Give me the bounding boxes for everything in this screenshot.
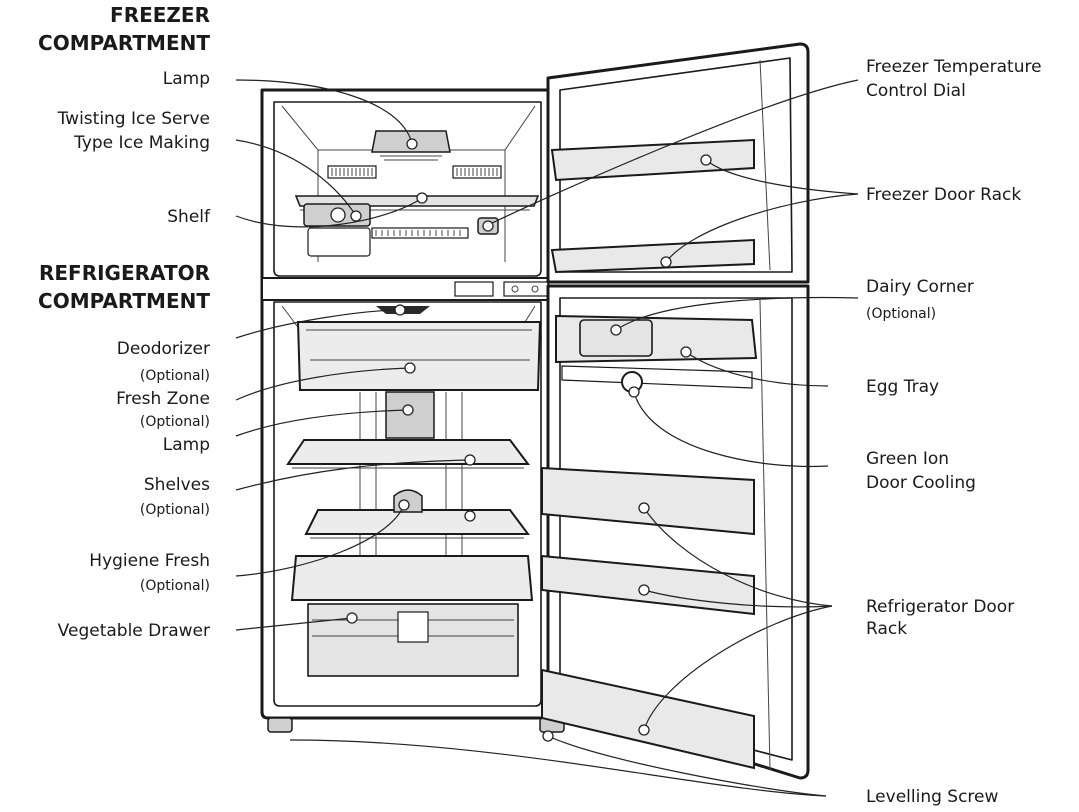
control-panel	[454, 281, 549, 297]
marker-shelves-1	[464, 454, 476, 466]
label-green-ion-2: Door Cooling	[866, 473, 976, 493]
marker-ice-making	[350, 210, 362, 222]
heading-refrigerator-1: REFRIGERATOR	[39, 261, 210, 285]
heading-refrigerator-2: COMPARTMENT	[38, 289, 210, 313]
label-fresh-zone-optional: (Optional)	[140, 414, 210, 430]
label-shelves-optional: (Optional)	[140, 502, 210, 518]
marker-freezer-door-rack-1	[700, 154, 712, 166]
marker-shelves-2	[464, 510, 476, 522]
label-refrigerator-door-rack-1: Refrigerator Door	[866, 597, 1014, 617]
freezer-vents	[327, 165, 502, 179]
fresh-zone	[296, 321, 542, 391]
marker-hygiene-fresh	[398, 499, 410, 511]
label-ice-making-1: Twisting Ice Serve	[57, 109, 210, 129]
label-freezer-door-rack: Freezer Door Rack	[866, 185, 1021, 205]
egg-tray	[561, 365, 753, 389]
heading-freezer-2: COMPARTMENT	[38, 31, 210, 55]
label-green-ion-1: Green Ion	[866, 449, 949, 469]
label-egg-tray: Egg Tray	[866, 377, 939, 397]
label-dairy-corner-optional: (Optional)	[866, 306, 936, 322]
label-vegetable-drawer: Vegetable Drawer	[58, 621, 210, 641]
label-freezer-temp-dial-1: Freezer Temperature	[866, 57, 1042, 77]
marker-freezer-door-rack-2	[660, 256, 672, 268]
marker-dairy-corner	[610, 324, 622, 336]
marker-deodorizer	[394, 304, 406, 316]
marker-egg-tray	[680, 346, 692, 358]
marker-green-ion	[628, 386, 640, 398]
refrigerator-door-racks	[541, 466, 755, 770]
marker-door-rack-1	[638, 502, 650, 514]
label-hygiene-fresh-optional: (Optional)	[140, 578, 210, 594]
label-fresh-zone: Fresh Zone	[116, 389, 210, 409]
levelling-screws	[267, 717, 565, 733]
marker-freezer-temp-dial	[482, 220, 494, 232]
label-shelves: Shelves	[144, 475, 210, 495]
label-shelf: Shelf	[167, 207, 211, 227]
vegetable-drawer	[290, 555, 534, 677]
leader-lines	[235, 79, 859, 797]
label-freezer-temp-dial-2: Control Dial	[866, 81, 966, 101]
marker-lamp-top	[406, 138, 418, 150]
marker-door-rack-2	[638, 584, 650, 596]
marker-lamp-mid	[402, 404, 414, 416]
marker-levelling-screw	[542, 730, 554, 742]
heading-freezer-1: FREEZER	[110, 3, 210, 27]
marker-shelf	[416, 192, 428, 204]
right-labels: Freezer Temperature Control Dial Freezer…	[866, 57, 1042, 807]
label-lamp-top: Lamp	[163, 69, 210, 89]
label-deodorizer: Deodorizer	[117, 339, 210, 359]
label-dairy-corner: Dairy Corner	[866, 277, 974, 297]
label-ice-making-2: Type Ice Making	[73, 133, 210, 153]
label-deodorizer-optional: (Optional)	[140, 368, 210, 384]
dairy-corner	[555, 314, 758, 364]
label-levelling-screw: Levelling Screw	[866, 787, 999, 807]
marker-door-rack-3	[638, 724, 650, 736]
left-labels: FREEZER COMPARTMENT Lamp Twisting Ice Se…	[38, 3, 211, 641]
freezer-door-racks	[550, 138, 755, 274]
label-refrigerator-door-rack-2: Rack	[866, 619, 907, 639]
callout-markers	[346, 138, 712, 742]
label-hygiene-fresh: Hygiene Fresh	[89, 551, 210, 571]
marker-vegetable-drawer	[346, 612, 358, 624]
label-lamp-mid: Lamp	[163, 435, 210, 455]
marker-fresh-zone	[404, 362, 416, 374]
